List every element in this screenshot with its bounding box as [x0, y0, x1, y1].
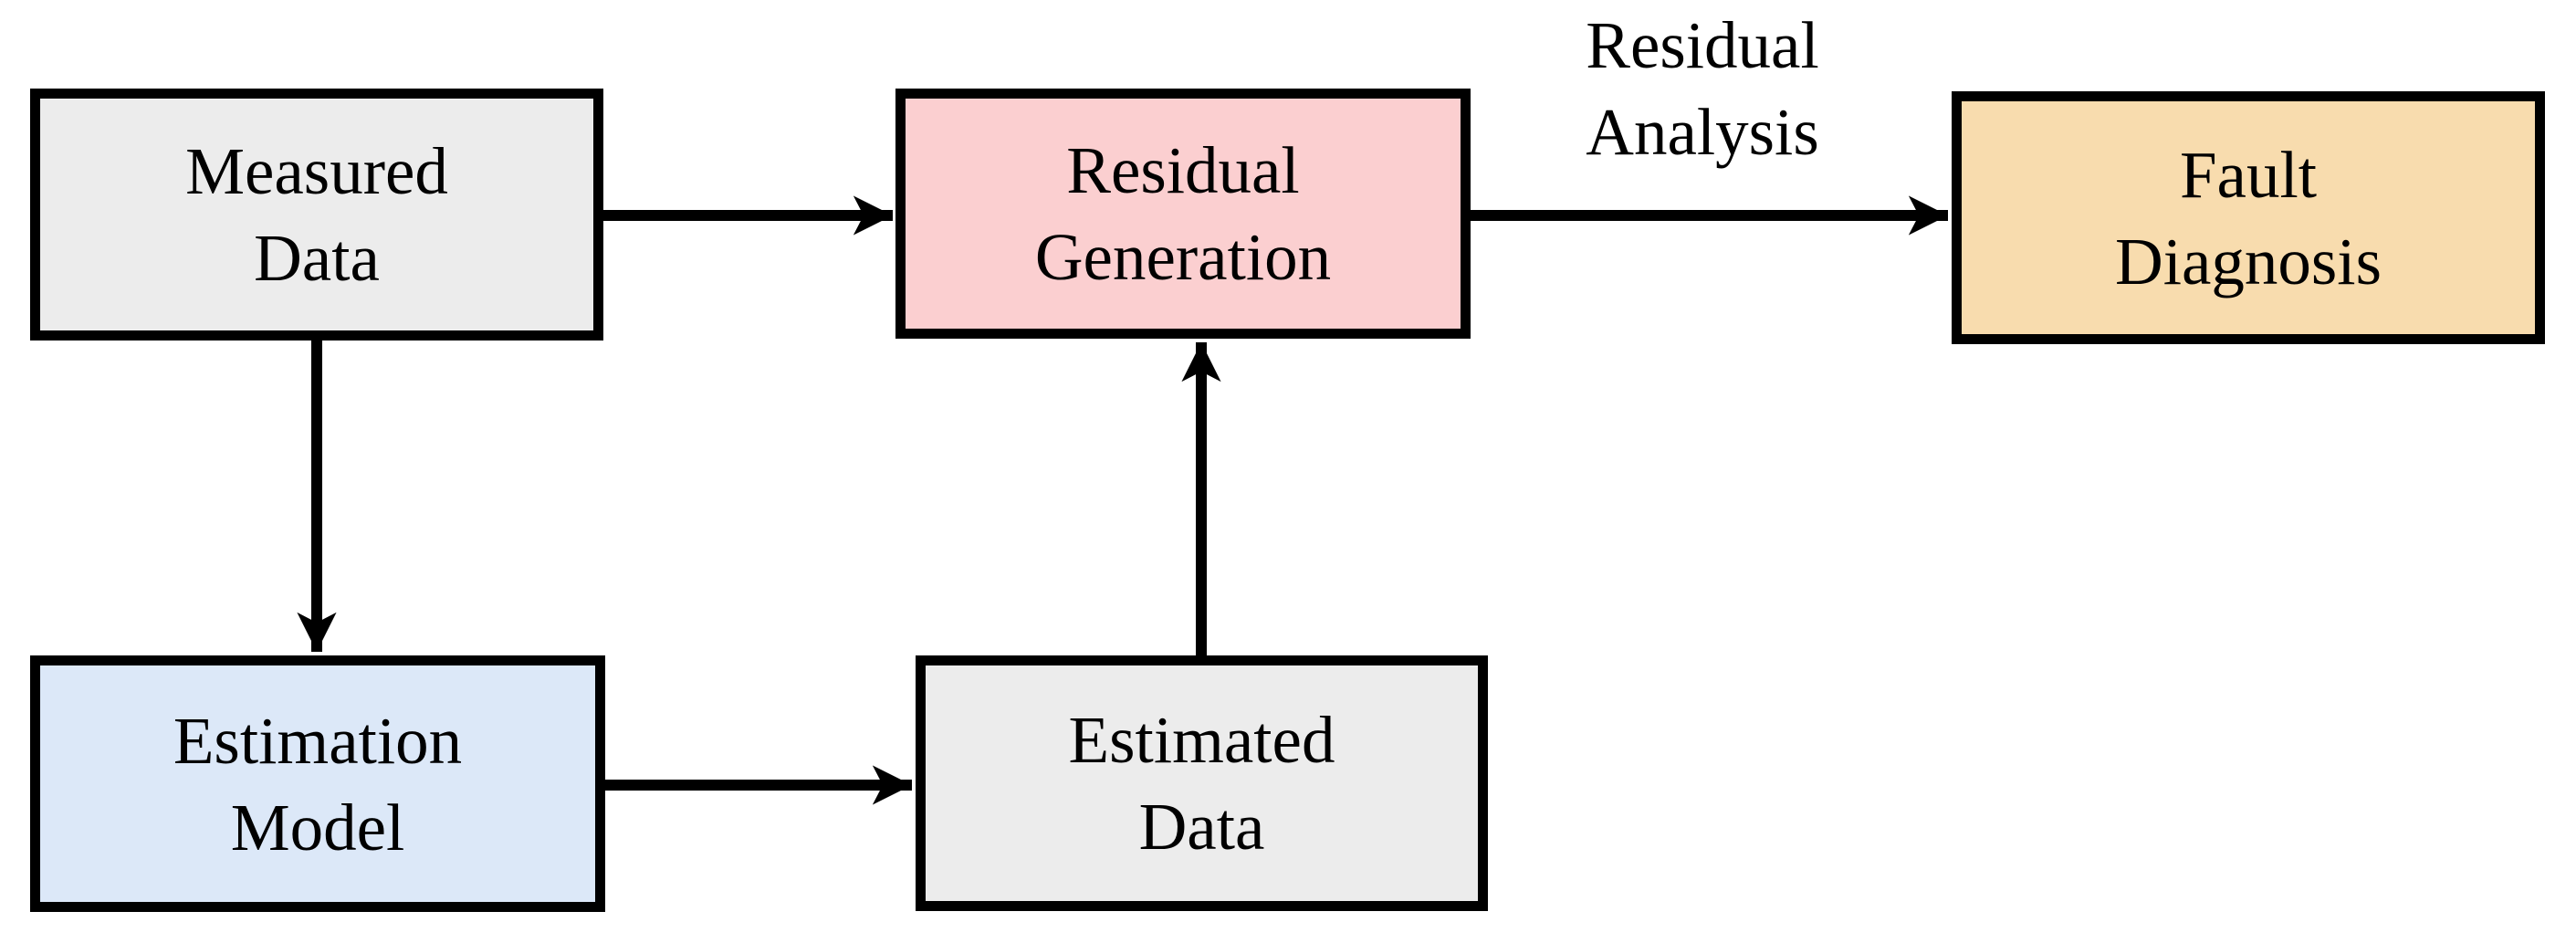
- edge-label-residual-analysis: Residual Analysis: [1586, 8, 1819, 169]
- node-fault-diagnosis: Fault Diagnosis: [1952, 91, 2545, 344]
- node-estimation-model: Estimation Model: [30, 655, 605, 912]
- node-estimated-data: Estimated Data: [916, 655, 1488, 911]
- node-residual-generation: Residual Generation: [895, 89, 1471, 339]
- node-measured-data: Measured Data: [30, 89, 603, 341]
